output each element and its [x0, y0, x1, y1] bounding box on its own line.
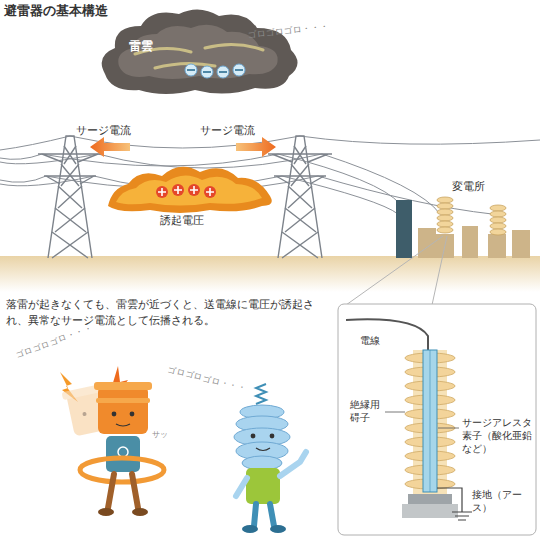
ground-band — [0, 256, 540, 292]
part-name: 絶縁用碍子 — [350, 398, 383, 424]
ground-wire — [437, 488, 462, 512]
insulator — [402, 350, 458, 518]
flow-label: サージ電流 — [200, 124, 255, 137]
plus-charge — [156, 184, 216, 198]
ground-symbol — [452, 512, 472, 520]
sound-effect: サッ — [152, 430, 168, 440]
flow-label: サージ電流 — [76, 124, 131, 137]
pylon — [268, 136, 332, 258]
part-name: 接地（アース） — [472, 488, 528, 514]
surge-arrow — [236, 137, 276, 157]
sound-effect: ゴロゴロゴロ・・・ — [247, 22, 329, 41]
leader-line — [385, 412, 459, 428]
character — [234, 384, 306, 533]
cloud-label: 雷雲 — [129, 38, 153, 55]
sound-effect: ゴロゴロゴロ・・・ — [167, 364, 248, 393]
power-lines — [0, 136, 540, 214]
title: 避雷器の基本構造 — [4, 2, 108, 20]
part-name: 電線 — [360, 334, 380, 347]
note-text: 落雷が起きなくても、雷雲が近づくと、送電線に電圧が誘起され、異常なサージ電流とし… — [6, 296, 326, 329]
phenomenon-label: 誘起電圧 — [160, 214, 204, 227]
sound-effect: ゴロゴロゴロ・・・ — [14, 323, 94, 360]
callout-leader — [346, 236, 447, 305]
cloud-shape — [95, 4, 305, 100]
induced-voltage-blob — [108, 167, 272, 213]
inset-panel — [338, 304, 536, 535]
character — [60, 366, 164, 516]
pylon — [38, 136, 102, 258]
thundercloud: 雷雲 — [95, 4, 305, 100]
substation — [396, 197, 530, 258]
surge-arrow — [90, 137, 130, 157]
facility-label: 変電所 — [452, 180, 485, 193]
induced-voltage-blob — [116, 175, 262, 205]
part-name: サージアレスタ素子（酸化亜鉛など） — [462, 416, 534, 455]
wire — [346, 319, 428, 352]
